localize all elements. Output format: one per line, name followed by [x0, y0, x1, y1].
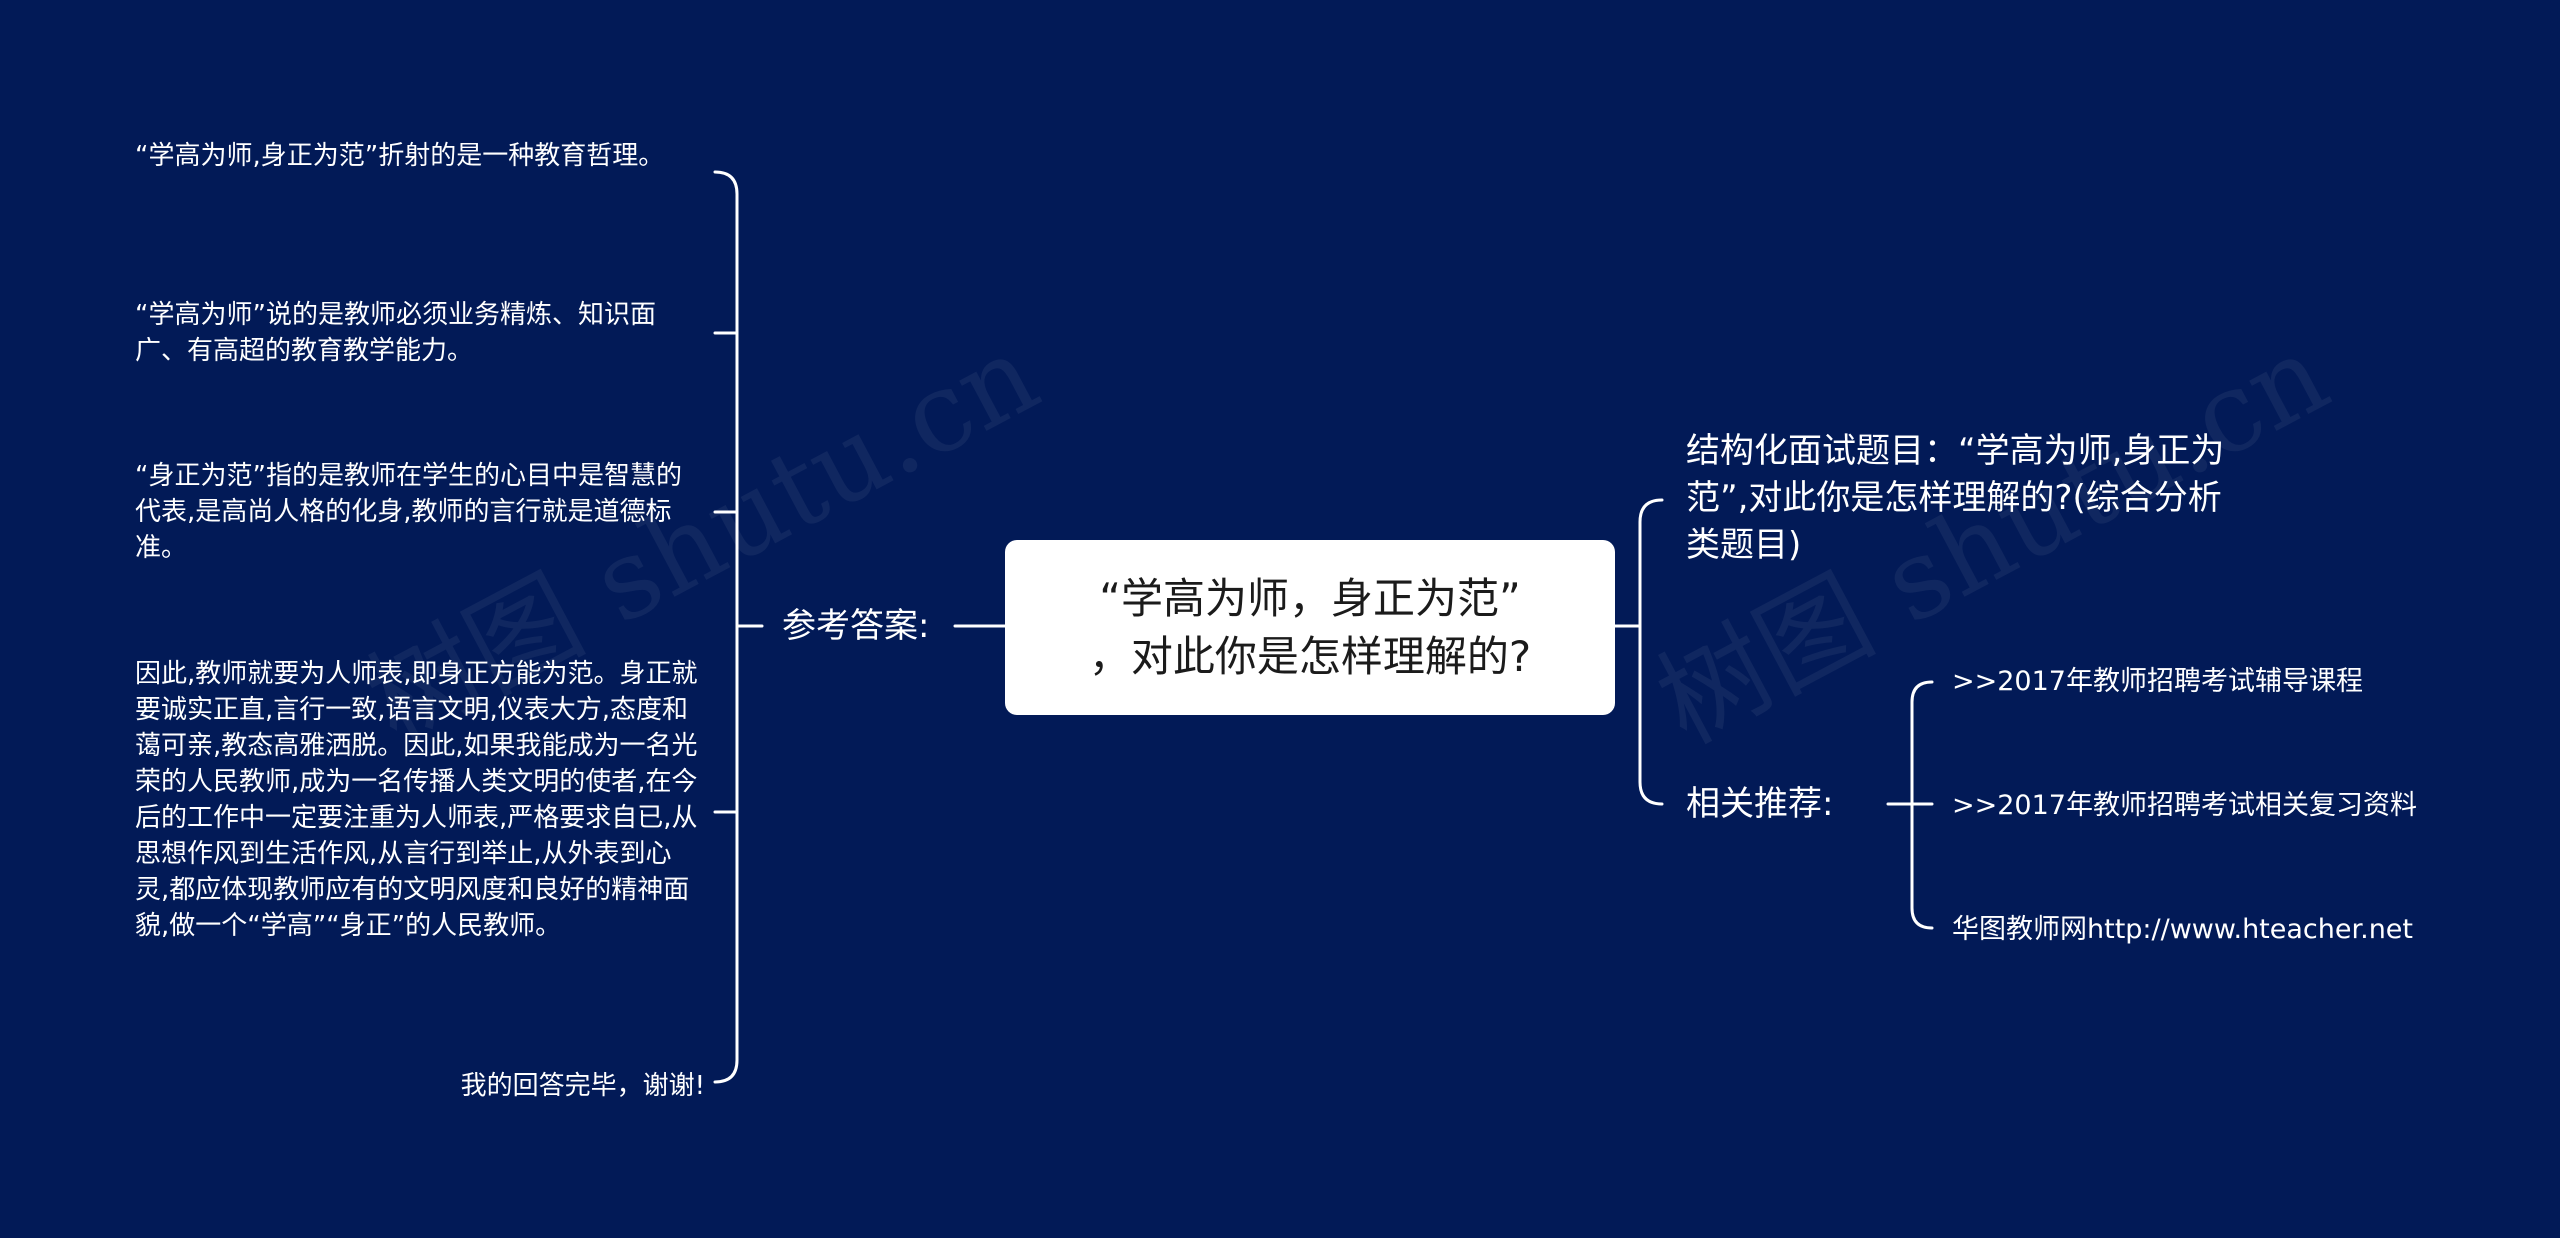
central-topic-line-2: ，对此你是怎样理解的? [1088, 631, 1532, 681]
recommend-item-website[interactable]: 华图教师网http://www.hteacher.net [1952, 914, 2414, 945]
branch-interview-question[interactable]: 结构化面试题目：“学高为师,身正为范”,对此你是怎样理解的?(综合分析类题目) [1686, 431, 2225, 565]
branch-reference-answer[interactable]: 参考答案: [782, 606, 930, 646]
answer-item-2[interactable]: “学高为师”说的是教师必须业务精炼、知识面广、有高超的教育教学能力。 [135, 300, 656, 366]
branch-recommend[interactable]: 相关推荐: [1686, 784, 1834, 824]
answer-item-1[interactable]: “学高为师,身正为范”折射的是一种教育哲理。 [135, 141, 665, 171]
central-topic[interactable]: “学高为师，身正为范” ，对此你是怎样理解的? [1005, 540, 1615, 715]
central-topic-line-1: “学高为师，身正为范” [1099, 573, 1521, 623]
bracket-left [713, 170, 739, 1084]
recommend-item-course[interactable]: >>2017年教师招聘考试辅导课程 [1952, 666, 2363, 697]
answer-item-3[interactable]: “身正为范”指的是教师在学生的心目中是智慧的代表,是高尚人格的化身,教师的言行就… [135, 461, 682, 563]
recommend-item-materials[interactable]: >>2017年教师招聘考试相关复习资料 [1952, 790, 2417, 821]
answer-item-4[interactable]: 因此,教师就要为人师表,即身正方能为范。身正就要诚实正直,言行一致,语言文明,仪… [135, 659, 698, 941]
answer-item-5[interactable]: 我的回答完毕，谢谢! [460, 1071, 705, 1101]
bracket-right [1638, 498, 1664, 806]
